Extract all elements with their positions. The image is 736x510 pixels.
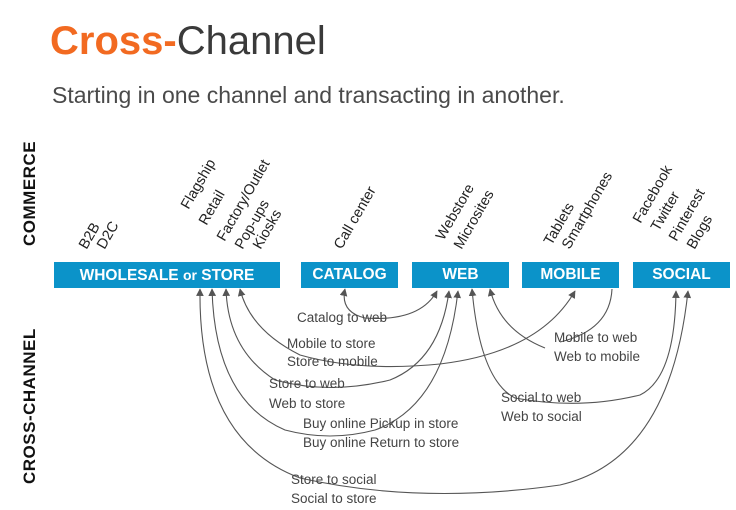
channel-mobile: MOBILE bbox=[522, 262, 619, 288]
arrow-bopis bbox=[208, 288, 462, 437]
flow-social-to-web: Social to web bbox=[501, 390, 582, 405]
flow-boris: Buy online Return to store bbox=[303, 435, 460, 450]
flow-store-to-mobile: Store to mobile bbox=[287, 354, 378, 369]
flow-web-to-store: Web to store bbox=[269, 396, 346, 411]
flow-mobile-to-web: Mobile to web bbox=[554, 330, 638, 345]
flow-catalog-to-web: Catalog to web bbox=[297, 310, 388, 325]
channel-store-label: STORE bbox=[201, 267, 255, 284]
channel-social: SOCIAL bbox=[633, 262, 730, 288]
flow-social-to-store: Social to store bbox=[291, 491, 377, 506]
channel-web: WEB bbox=[412, 262, 509, 288]
flow-store-to-web: Store to web bbox=[269, 376, 345, 391]
title-rest: Channel bbox=[176, 19, 326, 63]
arrow-store-social bbox=[196, 288, 692, 495]
channel-wholesale-label: WHOLESALE bbox=[79, 267, 179, 284]
title-accent: Cross- bbox=[50, 19, 177, 63]
channel-or-label: or bbox=[182, 267, 197, 283]
channel-wholesale-store: WHOLESALE or STORE bbox=[54, 262, 280, 288]
page-subtitle: Starting in one channel and transacting … bbox=[52, 82, 565, 108]
arrow-store-web bbox=[222, 288, 452, 388]
arrow-catalog-web bbox=[339, 288, 438, 319]
page-title: Cross-Channel bbox=[50, 18, 326, 64]
flow-store-to-social: Store to social bbox=[291, 472, 377, 487]
flow-mobile-to-store: Mobile to store bbox=[287, 336, 376, 351]
channel-catalog: CATALOG bbox=[301, 262, 398, 288]
arrow-store-mobile bbox=[237, 288, 576, 368]
flow-web-to-social: Web to social bbox=[501, 409, 582, 424]
flow-web-to-mobile: Web to mobile bbox=[554, 349, 641, 364]
flow-bopis: Buy online Pickup in store bbox=[303, 416, 459, 431]
arrow-social-web bbox=[468, 288, 680, 404]
